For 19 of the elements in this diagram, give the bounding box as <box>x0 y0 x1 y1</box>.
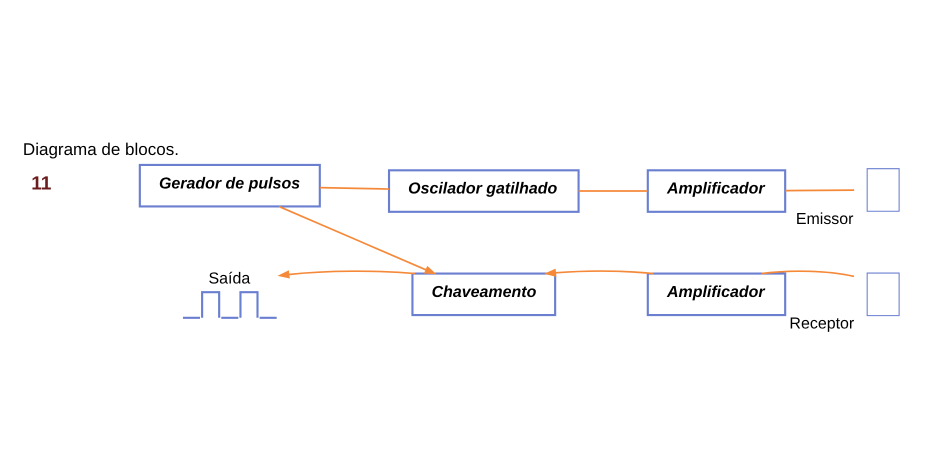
node-box: Gerador de pulsos <box>138 163 321 208</box>
arrow <box>278 205 437 274</box>
diagram-title: Diagrama de blocos. <box>22 140 179 159</box>
arrow <box>544 268 654 276</box>
node-box: Oscilador gatilhado <box>388 168 580 212</box>
connector <box>578 190 648 192</box>
node-box <box>866 168 900 212</box>
node-box: Amplificador <box>646 168 786 212</box>
connector <box>785 188 854 191</box>
connector <box>762 270 854 277</box>
node-text: Saída <box>208 270 250 288</box>
node-label: Emissor <box>796 210 854 228</box>
node-box <box>866 272 900 316</box>
node-box: Chaveamento <box>411 272 556 316</box>
connector <box>320 186 390 190</box>
node-label: Receptor <box>789 314 854 332</box>
node-box: Amplificador <box>646 272 786 316</box>
label: 11 <box>31 172 52 194</box>
arrow <box>277 270 416 278</box>
